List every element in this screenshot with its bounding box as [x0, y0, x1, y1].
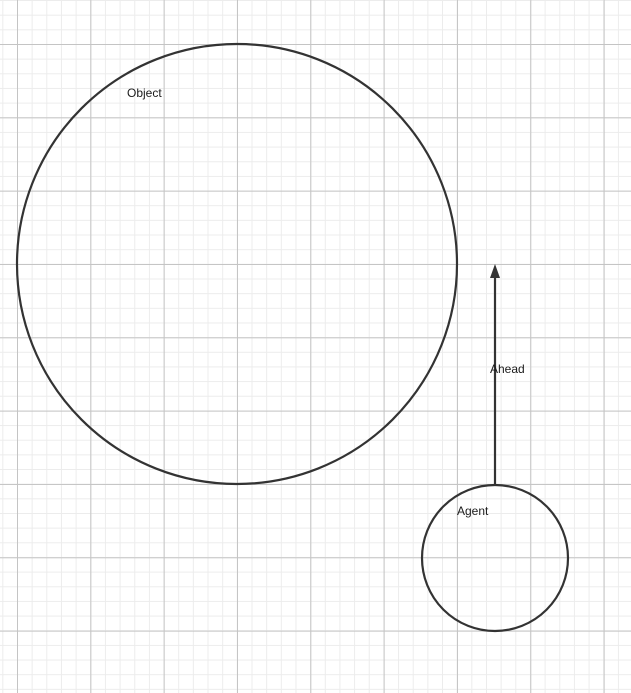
object-circle[interactable]	[15, 42, 459, 486]
ahead-arrowhead	[490, 264, 500, 278]
ahead-label: Ahead	[490, 362, 525, 376]
agent-label: Agent	[457, 504, 489, 518]
object-label: Object	[127, 86, 162, 100]
agent-circle[interactable]	[420, 483, 570, 633]
